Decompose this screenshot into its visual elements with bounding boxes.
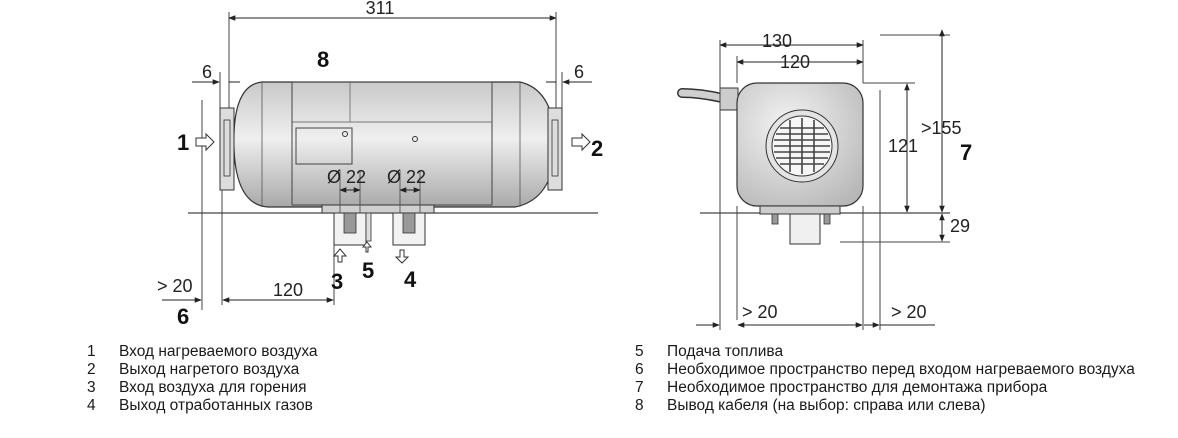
dim-width-130: 130 <box>762 31 792 51</box>
dim-offset-120: 120 <box>273 280 303 300</box>
dim-left-clearance: 6 <box>202 62 212 82</box>
dim-side-left-20: > 20 <box>742 302 778 322</box>
fuel-inlet-pipe <box>365 212 372 242</box>
callout-2: 2 <box>591 136 603 161</box>
front-pipe-block <box>789 213 821 245</box>
exhaust-arrow <box>394 249 410 264</box>
callout-1: 1 <box>177 130 189 155</box>
heater-body-side <box>219 81 563 246</box>
dim-bottom-29: 29 <box>950 216 970 236</box>
callout-8: 8 <box>317 47 329 72</box>
heated-air-inlet-arrow <box>195 132 215 152</box>
fuel-arrow <box>361 241 373 253</box>
dim-width-120: 120 <box>780 52 810 72</box>
dim-side-right-20: > 20 <box>891 302 927 322</box>
callout-4: 4 <box>404 267 417 292</box>
callout-3: 3 <box>331 269 343 294</box>
side-view: 311 6 6 Ø 22 Ø 22 > 20 120 1 2 3 4 5 6 8 <box>157 0 603 329</box>
dim-diameter-right: Ø 22 <box>387 167 426 187</box>
callout-6: 6 <box>177 304 189 329</box>
dim-height-155: >155 <box>921 118 962 138</box>
dim-diameter-left: Ø 22 <box>327 167 366 187</box>
callout-7: 7 <box>960 140 972 165</box>
dim-total-length: 311 <box>366 0 395 18</box>
combustion-air-arrow <box>332 248 348 263</box>
heater-dimension-drawing: 311 6 6 Ø 22 Ø 22 > 20 120 1 2 3 4 5 6 8 <box>157 0 972 330</box>
front-view: 130 120 121 >155 29 > 20 > 20 7 <box>677 29 972 330</box>
callout-5: 5 <box>362 258 374 283</box>
dim-right-clearance: 6 <box>574 62 584 82</box>
heated-air-outlet-arrow <box>571 132 591 152</box>
dim-min-front: > 20 <box>157 276 193 296</box>
dim-height-121: 121 <box>888 136 918 156</box>
